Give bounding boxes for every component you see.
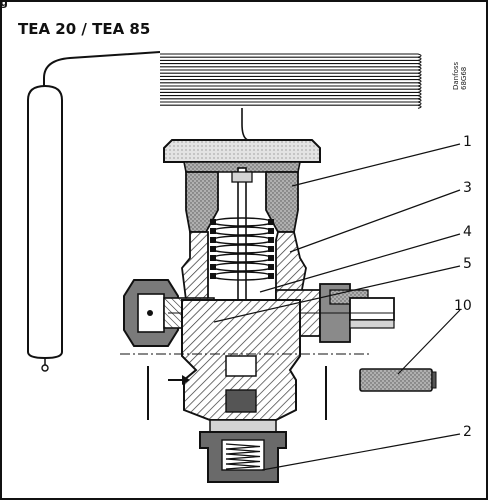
bottom-spring <box>225 443 261 470</box>
flow-arrow <box>168 375 190 385</box>
orifice-seat <box>209 419 277 433</box>
figure-title: TEA 20 / TEA 85 <box>18 20 151 38</box>
valve-body <box>181 299 301 421</box>
superheat-spring <box>210 217 274 281</box>
rod-head <box>231 171 253 183</box>
callout-4: 4 <box>463 224 472 240</box>
spring-housing <box>181 231 307 301</box>
coil-lines <box>160 53 422 109</box>
orifice-insert <box>359 368 437 392</box>
diaphragm-element <box>163 139 321 173</box>
capillary-tube-end <box>241 108 249 141</box>
mounting-brackets <box>147 366 327 420</box>
sensing-bulb <box>27 84 63 372</box>
callout-2: 2 <box>463 424 472 440</box>
bottom-cap <box>199 431 287 483</box>
leader-lines <box>213 143 461 471</box>
figure-tag: g <box>0 0 8 9</box>
callout-1: 1 <box>463 134 472 150</box>
callout-5: 5 <box>463 256 472 272</box>
capillary-tube <box>43 51 161 86</box>
inlet-connection <box>123 279 232 347</box>
callout-3: 3 <box>463 180 472 196</box>
upper-housing <box>185 171 299 233</box>
callout-10: 10 <box>454 298 472 314</box>
